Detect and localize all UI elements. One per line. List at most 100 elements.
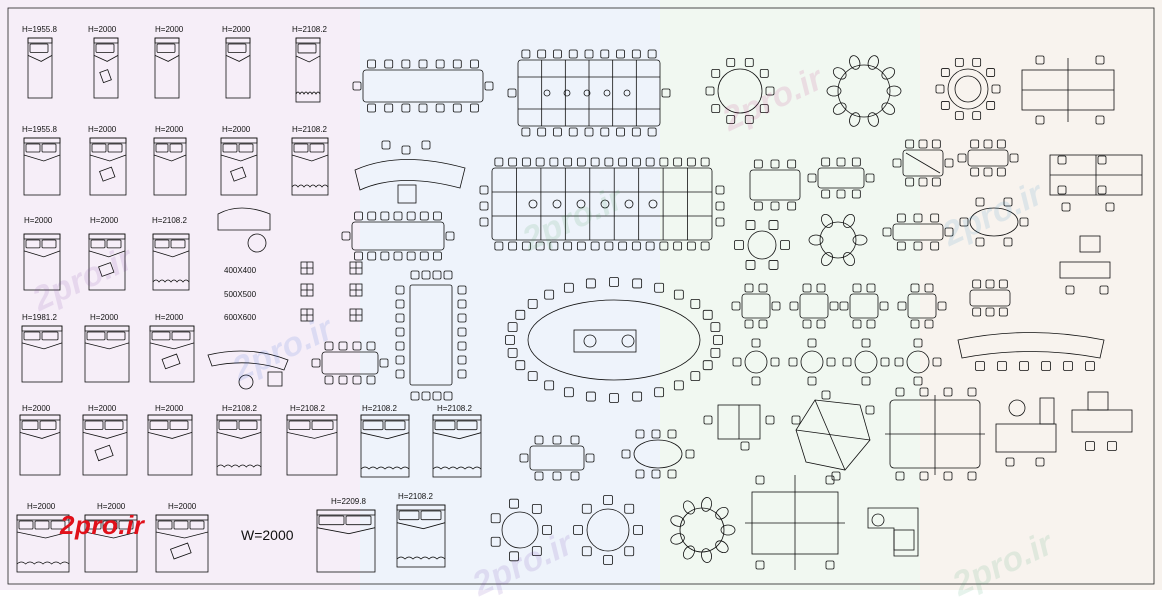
bed-height-label: H=1981.2 [22, 313, 57, 322]
bed [147, 414, 193, 476]
bed-height-label: H=2000 [222, 125, 251, 134]
round-table [894, 338, 942, 386]
rect-table [892, 139, 954, 187]
width-note: W=2000 [241, 527, 294, 543]
reception-desk [217, 207, 271, 253]
size-label: 500X500 [224, 290, 257, 299]
oval-table [621, 429, 695, 479]
round-table [842, 338, 890, 386]
bed [152, 233, 190, 291]
bed-height-label: H=1955.8 [22, 25, 57, 34]
bed-height-label: H=2108.2 [437, 404, 472, 413]
rect-table [352, 59, 494, 113]
rect-table [519, 435, 595, 481]
cushion-square [300, 261, 314, 275]
bed-height-label: H=2000 [155, 25, 184, 34]
cross-workstation [885, 387, 985, 481]
bed [23, 137, 61, 196]
curved-bench [207, 350, 289, 390]
rect-table [749, 159, 801, 211]
bed [286, 414, 338, 476]
bed [396, 504, 446, 568]
bed [432, 414, 482, 478]
round-table [573, 495, 643, 565]
rect-table [897, 283, 947, 329]
cushion-square [349, 308, 363, 322]
bed [153, 137, 187, 196]
bed-height-label: H=2000 [24, 216, 53, 225]
bed [23, 233, 61, 291]
sheet-border [7, 7, 1155, 585]
bed-height-label: H=2108.2 [290, 404, 325, 413]
bed-height-label: H=2000 [222, 25, 251, 34]
bed-height-label: H=2000 [155, 125, 184, 134]
curved-reception [354, 140, 466, 204]
sheet-background [0, 0, 1162, 590]
bed-height-label: H=2108.2 [152, 216, 187, 225]
rect-table [882, 213, 954, 251]
cushion-square [300, 283, 314, 297]
cushion-square [300, 308, 314, 322]
bed [225, 37, 251, 99]
bed-height-label: H=2000 [168, 502, 197, 511]
bed [16, 514, 70, 573]
rect-table [807, 157, 875, 199]
bed-height-label: H=2209.8 [331, 497, 366, 506]
furniture-drawing [16, 37, 1143, 573]
office-desk [1059, 235, 1111, 295]
rect-table [479, 157, 725, 251]
bed [88, 233, 126, 291]
l-desk [867, 507, 919, 557]
bed-height-label: H=2108.2 [362, 404, 397, 413]
bed-height-label: H=2000 [22, 404, 51, 413]
cushion-square [349, 283, 363, 297]
bed-height-label: H=2108.2 [398, 492, 433, 501]
rect-table [969, 279, 1011, 317]
tint-panel [0, 0, 360, 590]
bed [360, 414, 410, 478]
bed [21, 325, 63, 383]
bed [89, 137, 127, 196]
bed [19, 414, 61, 476]
bed-height-label: H=2108.2 [222, 404, 257, 413]
bed [291, 137, 329, 196]
cross-workstation [1021, 55, 1115, 125]
workstation-pod [703, 404, 775, 451]
petal-table [826, 55, 902, 127]
quad-workstation [745, 475, 845, 570]
bed-height-label: H=2108.2 [292, 125, 327, 134]
bed-height-label: H=2000 [88, 25, 117, 34]
bed-height-label: H=2000 [88, 125, 117, 134]
rect-table [839, 283, 889, 329]
bed-height-label: H=2000 [27, 502, 56, 511]
bed-height-label: H=2000 [155, 404, 184, 413]
rect-table [957, 139, 1019, 177]
round-table [935, 57, 1001, 121]
cushion-square [349, 261, 363, 275]
bed-height-label: H=2000 [90, 216, 119, 225]
round-table [734, 220, 790, 270]
rect-table [341, 211, 455, 261]
curved-workstation [957, 332, 1105, 371]
rect-table [507, 49, 671, 137]
bed [216, 414, 262, 476]
office-station [1071, 391, 1133, 451]
office-station [995, 397, 1057, 467]
size-label: 400X400 [224, 266, 257, 275]
bed [82, 414, 128, 476]
bed-height-label: H=2000 [155, 313, 184, 322]
size-label: 600X600 [224, 313, 257, 322]
bed-height-label: H=2000 [97, 502, 126, 511]
rect-table [789, 283, 839, 329]
bed [295, 37, 321, 103]
tint-panel [920, 0, 1162, 590]
bed [149, 325, 195, 383]
round-table [732, 338, 780, 386]
bed-height-label: H=2108.2 [292, 25, 327, 34]
rect-table [311, 341, 389, 385]
bed [154, 37, 180, 99]
rect-table [731, 283, 781, 329]
bed [84, 325, 130, 383]
bed-height-label: H=2000 [90, 313, 119, 322]
